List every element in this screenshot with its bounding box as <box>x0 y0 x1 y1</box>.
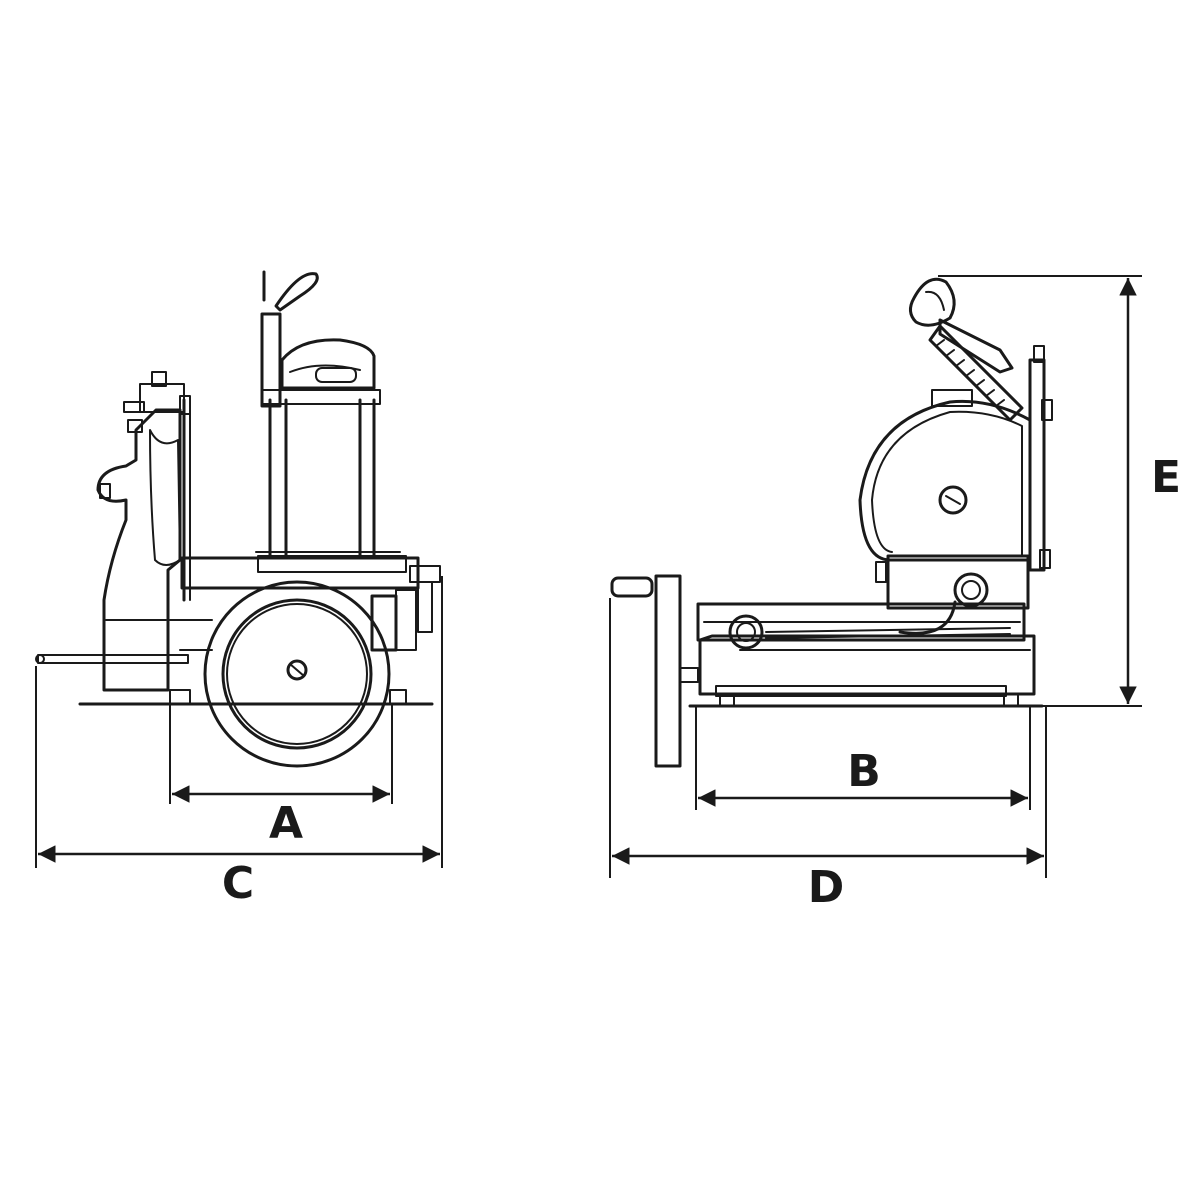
front-sharpener-head <box>280 338 376 390</box>
front-table <box>180 556 420 590</box>
dimension-c-label: C <box>222 858 254 909</box>
front-view <box>35 270 441 768</box>
front-side-rod <box>37 654 189 664</box>
front-carriage <box>96 408 182 692</box>
dimension-d-label: D <box>808 862 845 913</box>
dimension-e-label: E <box>1151 452 1181 503</box>
side-blade-guard <box>858 399 1032 562</box>
side-carriage-table <box>696 602 1026 642</box>
front-crank-knob <box>409 565 441 583</box>
side-blade-hub <box>938 485 968 515</box>
side-view <box>610 277 1053 768</box>
side-crank-grip <box>610 576 654 598</box>
front-flywheel-hub <box>286 659 308 681</box>
side-thickness-knob <box>728 614 764 650</box>
dimension-b-label: B <box>847 746 881 797</box>
front-carriage-guard <box>149 429 181 566</box>
dimension-a-label: A <box>269 798 303 849</box>
side-sharpener-rack <box>928 324 1024 422</box>
side-crank-arm <box>654 574 682 768</box>
dimension-lines <box>35 275 1142 878</box>
side-pulley <box>953 572 989 608</box>
front-sharpener-handle <box>274 272 319 312</box>
front-knob <box>151 371 167 387</box>
side-sharpener-post <box>1028 358 1046 572</box>
side-motor-housing <box>886 554 1030 610</box>
front-flywheel <box>203 580 391 768</box>
side-sharpener-handle <box>909 277 956 327</box>
front-sharpener-post <box>260 312 282 408</box>
